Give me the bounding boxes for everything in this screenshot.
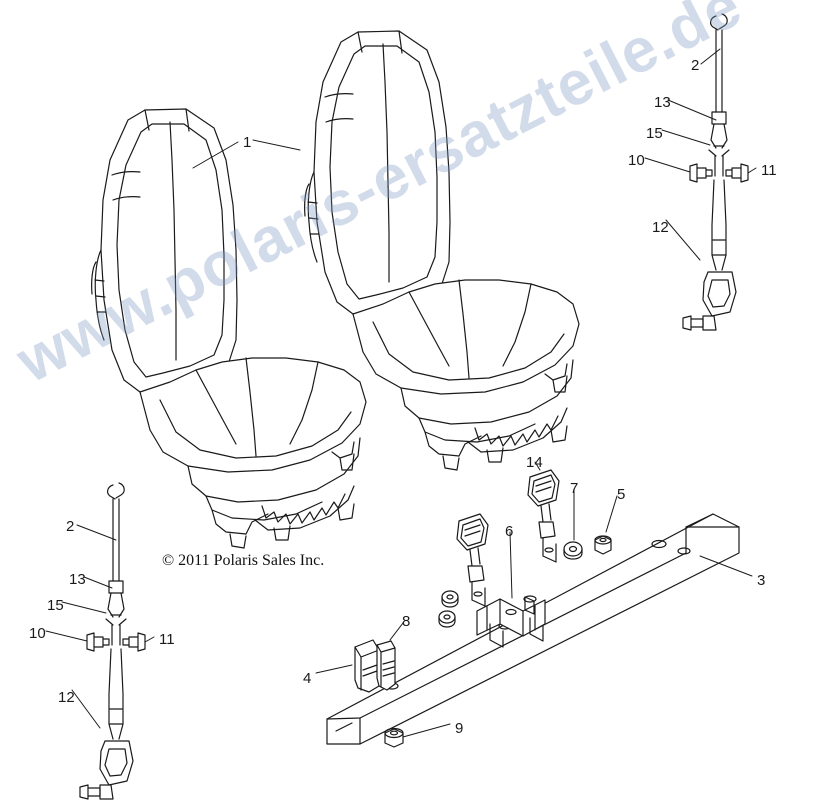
callout-6: 6 — [505, 523, 514, 540]
callout-5: 5 — [617, 486, 626, 503]
callout-11-bottom: 11 — [159, 631, 175, 648]
callout-4: 4 — [303, 670, 312, 687]
callout-10-bottom: 10 — [29, 625, 46, 642]
bolt-8 — [376, 640, 396, 691]
buckle-14 — [527, 469, 560, 563]
nut-5 — [594, 535, 612, 555]
buckle-left — [456, 513, 489, 607]
bracket-6 — [476, 598, 546, 648]
callout-12-bottom: 12 — [58, 689, 75, 706]
bolt-4 — [354, 639, 380, 693]
callout-9: 9 — [455, 720, 464, 737]
seat-belt-bottom — [79, 482, 146, 800]
callout-13-top: 13 — [654, 94, 671, 111]
callout-2-top: 2 — [691, 57, 700, 74]
callout-15-top: 15 — [646, 125, 663, 142]
seat-right — [304, 30, 580, 471]
washer-stack — [438, 590, 537, 628]
callout-1: 1 — [243, 134, 252, 151]
copyright-notice: © 2011 Polaris Sales Inc. — [162, 552, 325, 569]
callout-2-bottom: 2 — [66, 518, 75, 535]
washer-7 — [563, 541, 583, 560]
callout-11-top: 11 — [761, 162, 777, 179]
callout-7: 7 — [570, 480, 579, 497]
callout-13-bottom: 13 — [69, 571, 86, 588]
callout-8: 8 — [402, 613, 411, 630]
seat-belt-top — [682, 13, 749, 331]
callout-14: 14 — [526, 454, 543, 471]
callout-12-top: 12 — [652, 219, 669, 236]
seat-left — [91, 108, 367, 549]
callout-3: 3 — [757, 572, 766, 589]
nut-9 — [384, 727, 404, 748]
callout-10-top: 10 — [628, 152, 645, 169]
callout-15-bottom: 15 — [47, 597, 64, 614]
